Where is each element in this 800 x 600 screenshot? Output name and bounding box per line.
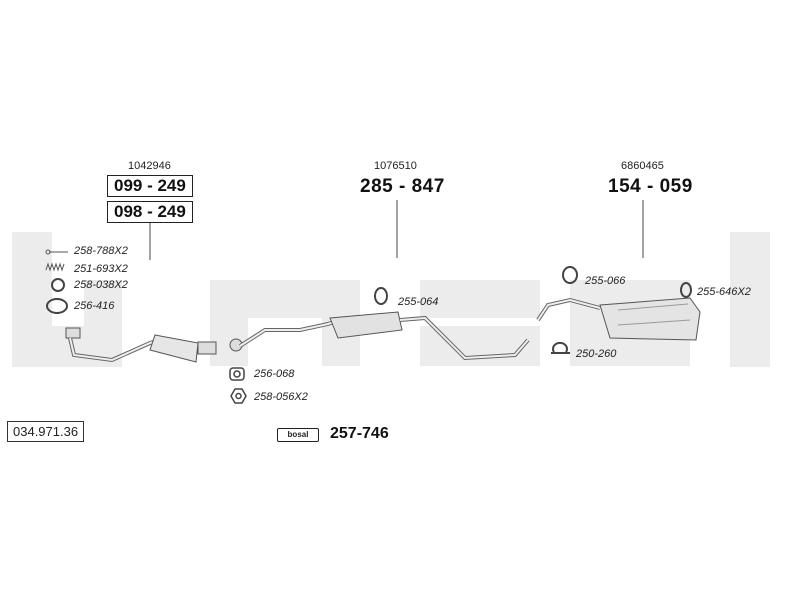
seal-ring-icon <box>51 278 65 292</box>
part-label[interactable]: 250-260 <box>576 348 617 360</box>
spring-coil-icon <box>45 262 65 272</box>
middle-section <box>229 311 530 361</box>
part-label[interactable]: 255-064 <box>398 296 439 308</box>
ref-number: 1042946 <box>128 160 171 172</box>
mount-icon <box>374 287 388 305</box>
spring-icon <box>45 249 68 255</box>
part-label[interactable]: 258-788X2 <box>74 245 128 257</box>
kit-number[interactable]: 257-746 <box>330 425 389 442</box>
assembly-code: 034.971.36 <box>7 421 85 442</box>
flange-gasket-icon <box>229 367 245 381</box>
rear-silencer <box>536 297 701 341</box>
part-label[interactable]: 258-038X2 <box>74 279 128 291</box>
part-label[interactable]: 256-416 <box>74 300 115 312</box>
bosal-logo: bosal <box>277 428 319 442</box>
part-number-box[interactable]: 099 - 249 <box>107 175 193 197</box>
front-pipe-catalyst <box>65 327 217 363</box>
part-label[interactable]: 251-693X2 <box>74 263 128 275</box>
mount-icon <box>680 282 692 298</box>
part-label[interactable]: 256-068 <box>254 368 295 380</box>
gasket-icon <box>46 298 68 314</box>
part-number-box[interactable]: 098 - 249 <box>107 201 193 223</box>
part-number[interactable]: 154 - 059 <box>608 176 693 197</box>
ref-number: 1076510 <box>374 160 417 172</box>
part-label[interactable]: 258-056X2 <box>254 391 308 403</box>
part-number[interactable]: 285 - 847 <box>360 176 445 197</box>
part-label[interactable]: 255-646X2 <box>697 286 751 298</box>
part-label[interactable]: 255-066 <box>585 275 626 287</box>
mount-icon <box>562 266 578 284</box>
nut-icon <box>230 388 247 404</box>
clamp-icon <box>551 341 570 354</box>
ref-number: 6860465 <box>621 160 664 172</box>
